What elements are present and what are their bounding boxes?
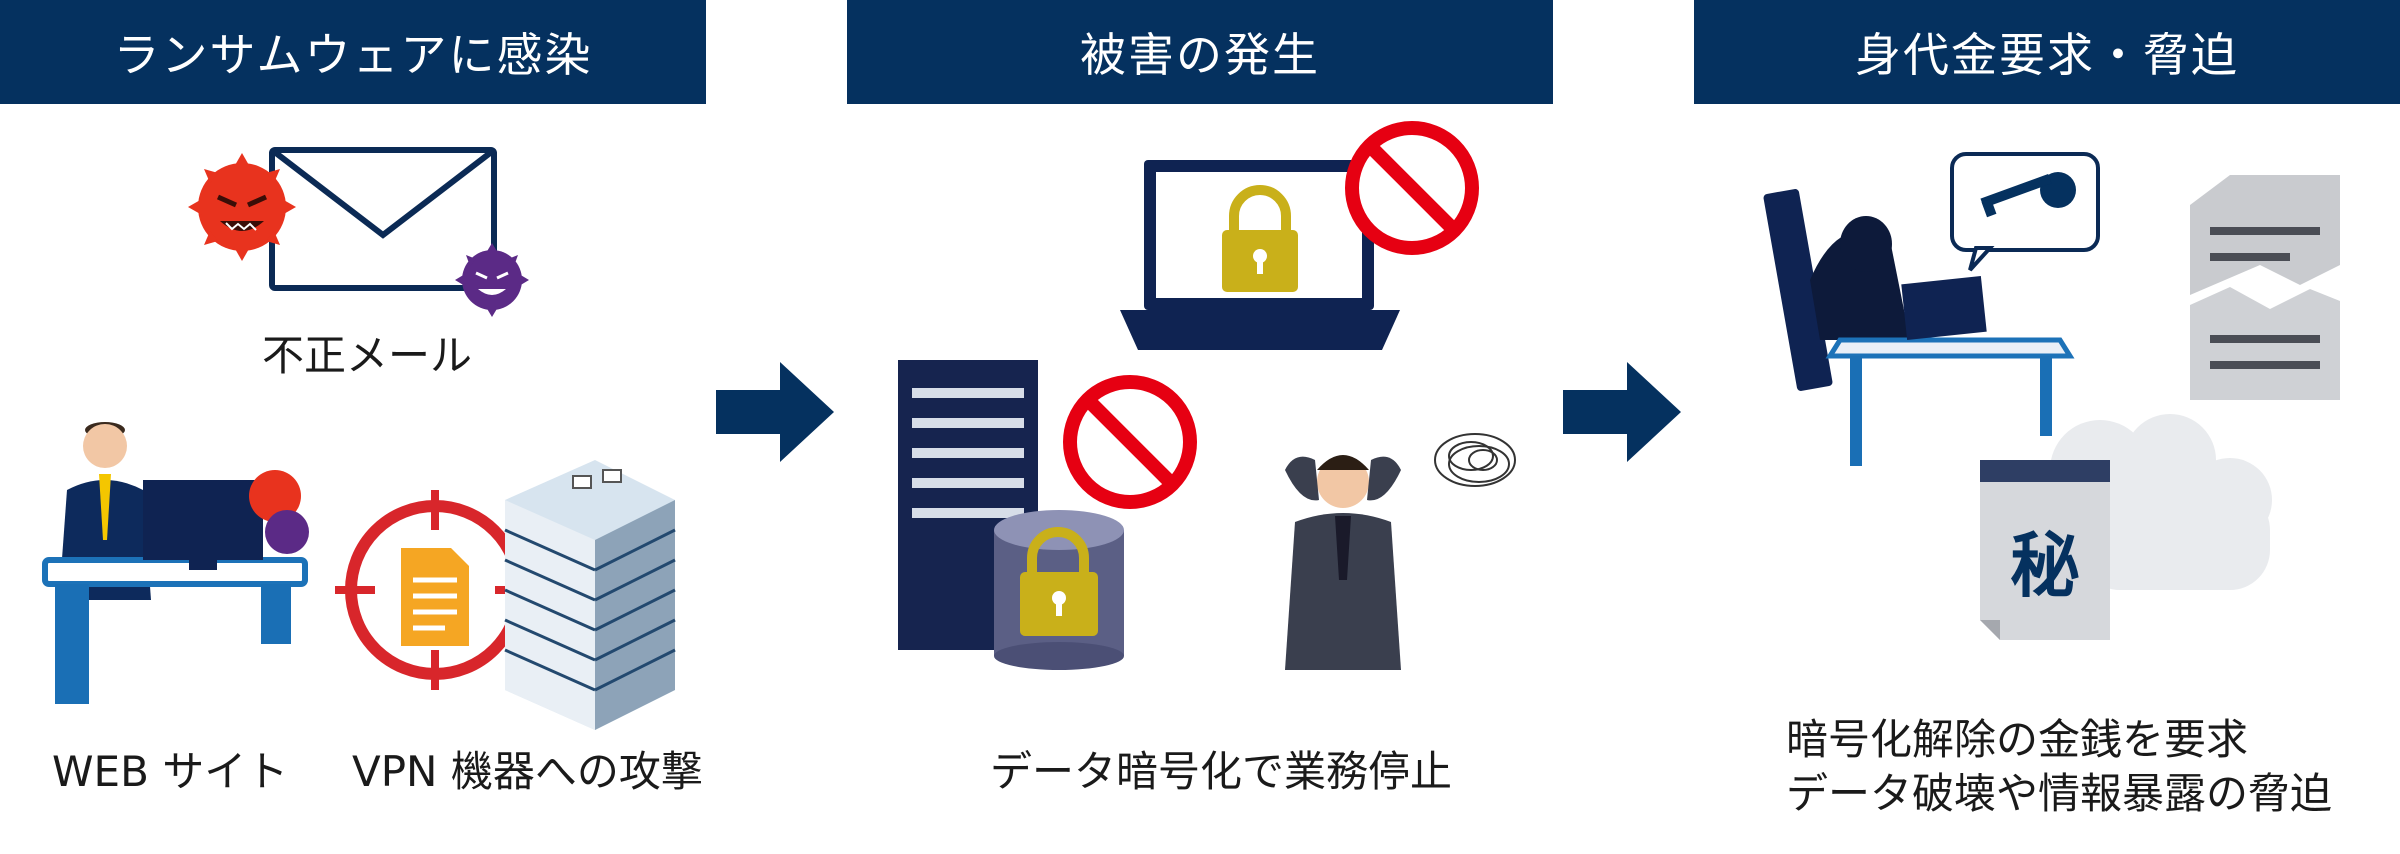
encryption-stop-label: データ暗号化で業務停止 — [990, 738, 1452, 799]
web-site-label: WEB サイト — [52, 738, 288, 799]
speech-bubble — [1952, 154, 2098, 270]
step2-banner: 被害の発生 — [847, 0, 1553, 104]
locked-laptop-illustration — [1110, 120, 1490, 360]
worried-businessman-illustration — [1265, 430, 1545, 670]
vpn-attack-illustration — [335, 440, 675, 730]
step3-title: 身代金要求・脅迫 — [1855, 19, 2239, 85]
vpn-attack-label: VPN 機器への攻撃 — [352, 738, 703, 799]
worker-head — [83, 424, 127, 468]
red-virus-icon — [188, 153, 296, 261]
laptop-icon — [1901, 276, 1986, 340]
step3-banner: 身代金要求・脅迫 — [1694, 0, 2400, 104]
raised-arm-left — [1285, 457, 1319, 501]
step1-title: ランサムウェアに感染 — [113, 19, 592, 85]
step1-banner: ランサムウェアに感染 — [0, 0, 706, 104]
purple-virus-icon — [265, 510, 309, 554]
arrow-right-icon — [716, 362, 836, 462]
locked-server-illustration — [898, 360, 1218, 670]
computer-monitor-icon — [143, 480, 263, 560]
server-building-icon — [505, 460, 675, 730]
prohibited-icon — [1352, 128, 1472, 248]
step2-title: 被害の発生 — [1080, 19, 1320, 85]
fraud-mail-label: 不正メール — [262, 322, 472, 383]
ransom-demand-label-1: 暗号化解除の金銭を要求 — [1786, 706, 2248, 767]
raised-arm-right — [1367, 457, 1401, 501]
desk-top — [1830, 340, 2070, 356]
document-icon — [401, 548, 469, 646]
secret-character: 秘 — [1980, 510, 2110, 611]
destroyed-document-icon — [2190, 175, 2340, 400]
prohibited-icon — [1070, 382, 1190, 502]
envelope-icon — [272, 150, 494, 288]
confused-scribble-icon — [1435, 434, 1515, 486]
malicious-mail-illustration — [180, 135, 540, 325]
arrow-right-icon — [1563, 362, 1683, 462]
ransom-demand-label-2: データ破壊や情報暴露の脅迫 — [1786, 760, 2332, 821]
office-worker-illustration — [25, 410, 315, 730]
desk-top — [45, 560, 305, 584]
